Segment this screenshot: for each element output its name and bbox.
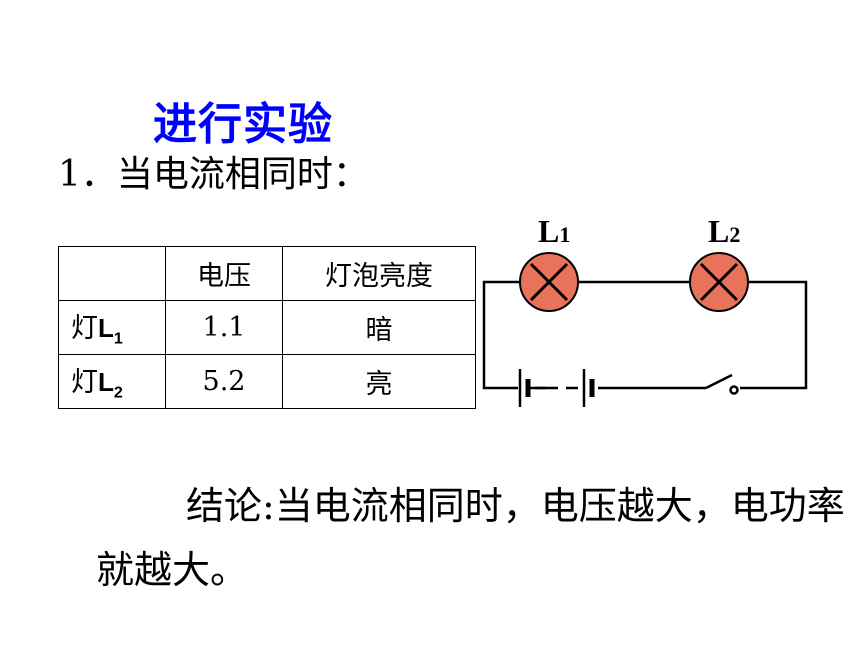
table-row: 灯L2 5.2 亮 (58, 354, 476, 409)
lamp-name-cell: 灯L1 (58, 300, 166, 355)
voltage-brightness-table: 电压 灯泡亮度 灯L1 1.1 暗 灯L2 5.2 亮 (58, 246, 476, 409)
table-header-row: 电压 灯泡亮度 (58, 246, 476, 301)
table-row: 灯L1 1.1 暗 (58, 300, 476, 355)
brightness-cell: 亮 (282, 354, 476, 409)
bulb1-label: L1 (538, 213, 570, 249)
header-empty (58, 246, 166, 301)
header-brightness: 灯泡亮度 (282, 246, 476, 301)
lamp-prefix: 灯 (71, 367, 98, 399)
lamp-letter: L (98, 367, 114, 398)
bulb2-icon (689, 252, 749, 312)
lamp-prefix: 灯 (71, 313, 98, 345)
header-voltage: 电压 (165, 246, 283, 301)
brightness-cell: 暗 (282, 300, 476, 355)
lamp-letter: L (98, 313, 114, 344)
circuit-wires (482, 280, 808, 390)
lamp-subscript: 1 (113, 330, 123, 348)
bulb2-label: L2 (708, 213, 740, 249)
voltage-cell: 5.2 (165, 354, 283, 409)
switch-icon (705, 373, 739, 395)
section-heading: 1．当电流相同时： (58, 154, 369, 195)
lamp-name-cell: 灯L2 (58, 354, 166, 409)
battery-icon (518, 369, 595, 407)
lamp-subscript: 2 (113, 384, 123, 402)
circuit-diagram: L1 L2 (482, 213, 808, 407)
voltage-cell: 1.1 (165, 300, 283, 355)
conclusion-text: 结论:当电流相同时，电压越大，电功率就越大。 (96, 484, 845, 592)
bulb1-icon (519, 252, 579, 312)
slide-title: 进行实验 (153, 99, 333, 150)
